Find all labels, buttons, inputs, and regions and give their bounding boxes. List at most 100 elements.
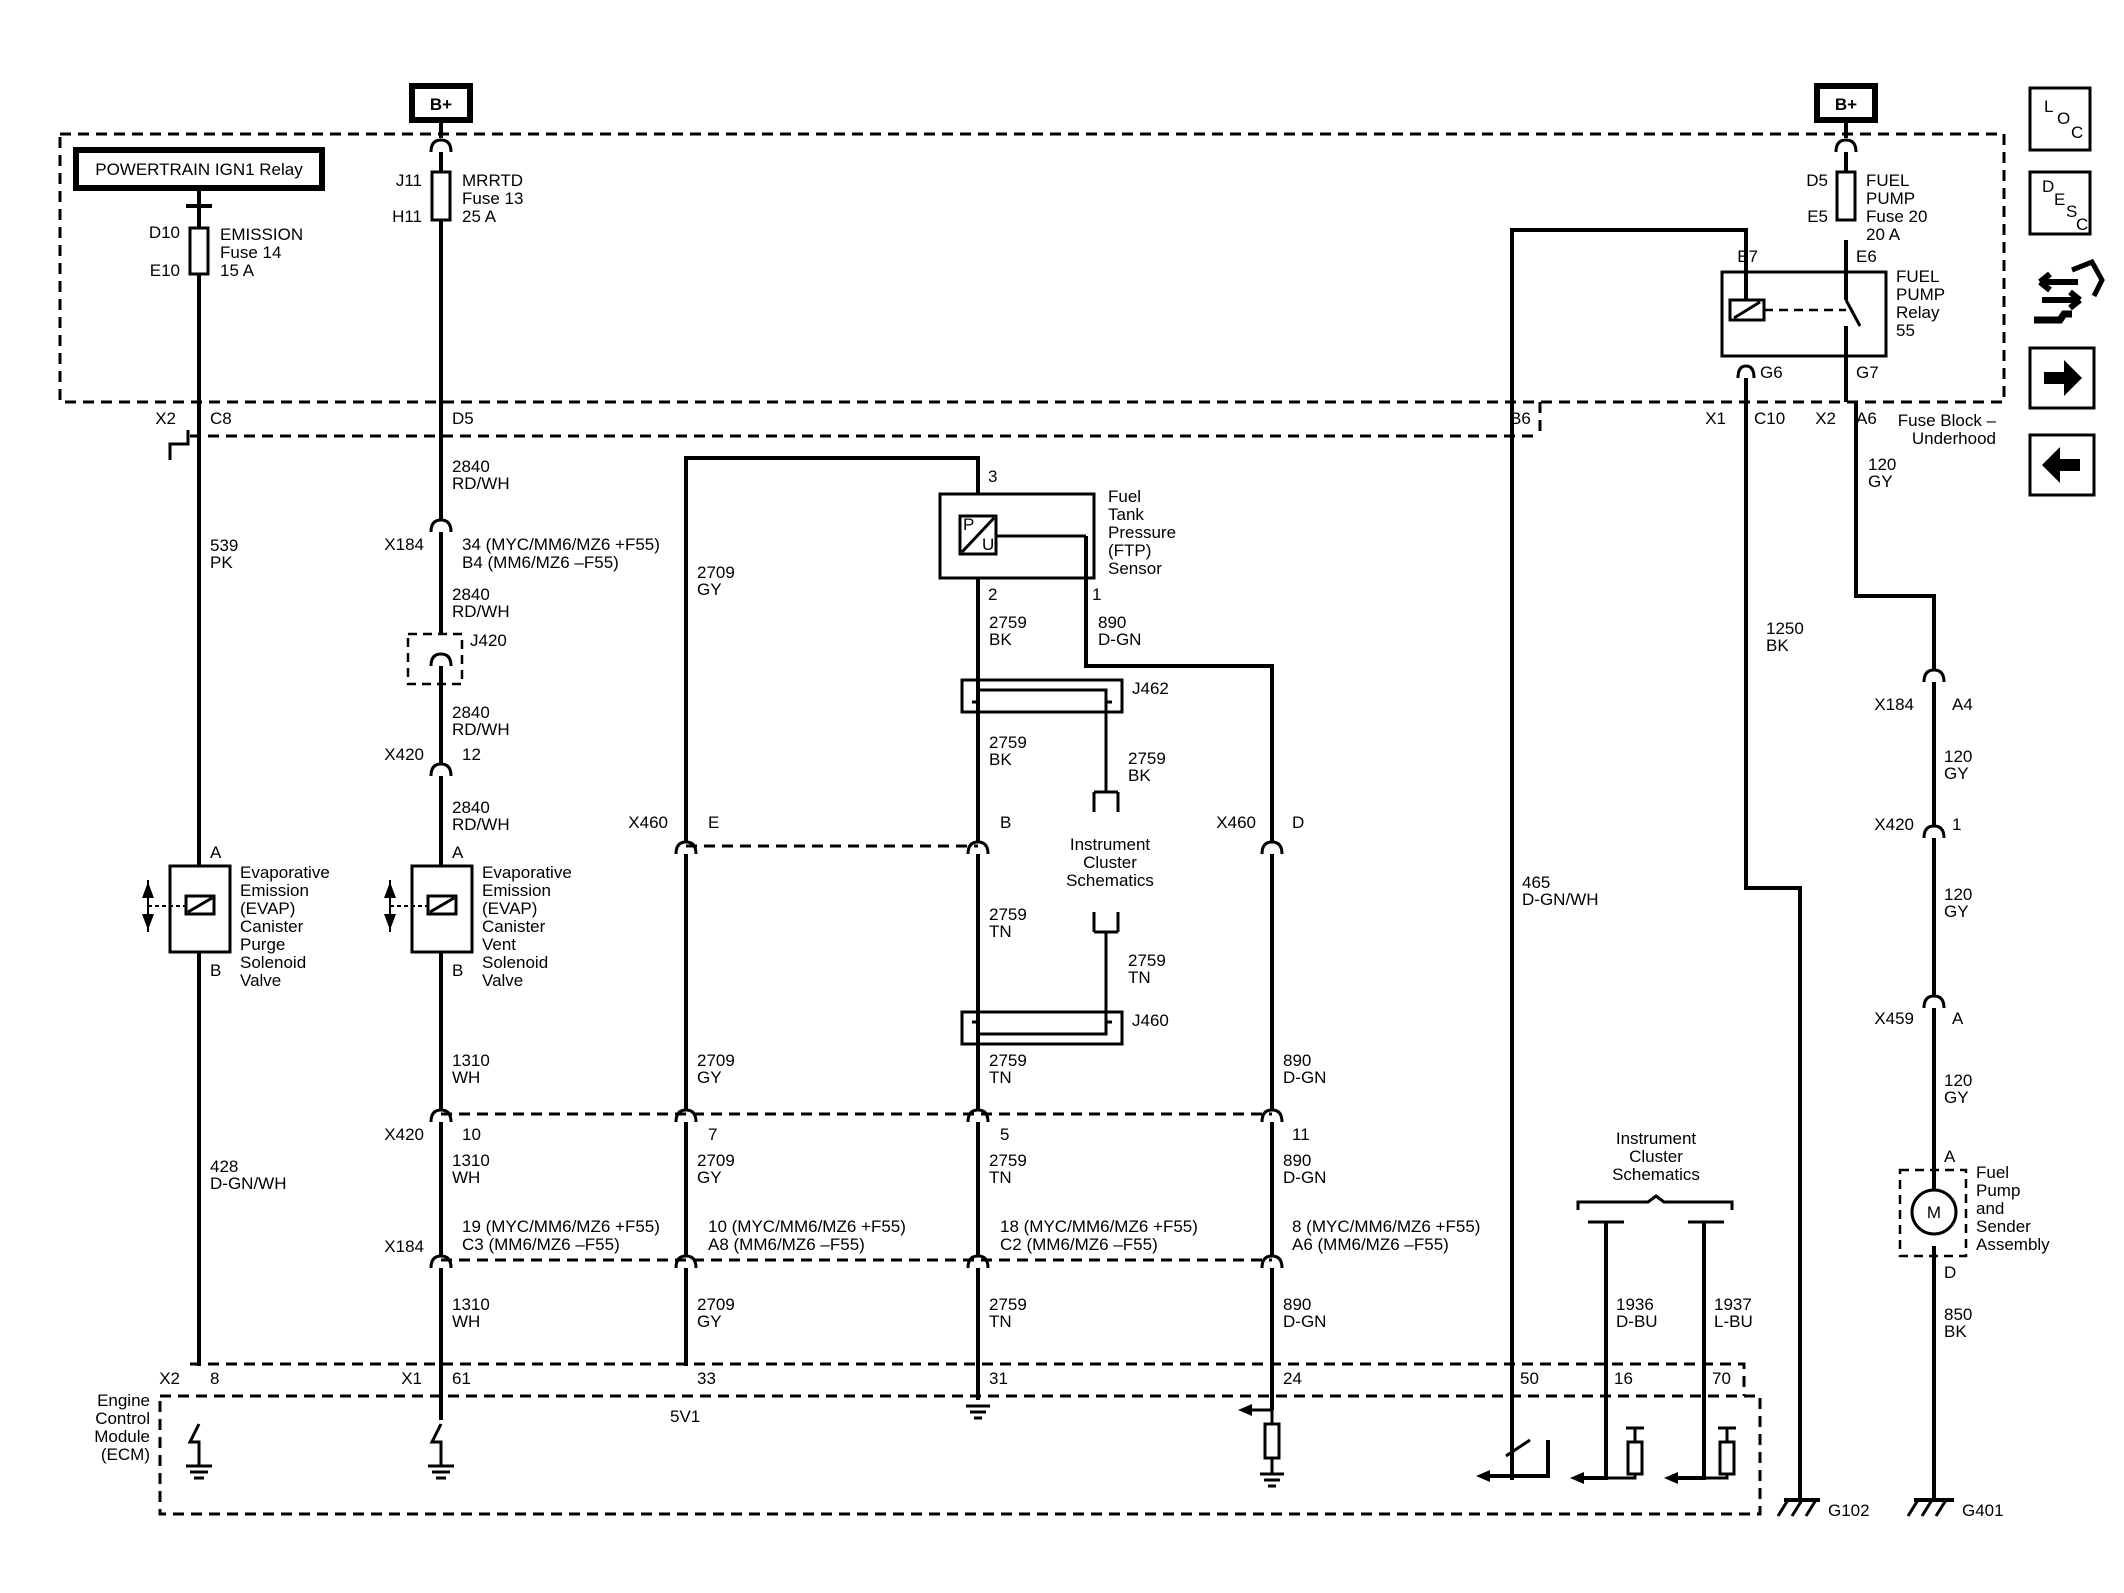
svg-text:10 (MYC/MM6/MZ6 +F55): 10 (MYC/MM6/MZ6 +F55) [708, 1217, 906, 1236]
engine-control-module: Engine Control Module (ECM) X2 X1 8 61 3… [94, 1362, 1762, 1516]
svg-text:(FTP): (FTP) [1108, 541, 1151, 560]
svg-text:Schematics: Schematics [1612, 1165, 1700, 1184]
relay-ground-circuit: 1250 BK [1744, 378, 1804, 1500]
svg-text:Solenoid: Solenoid [240, 953, 306, 972]
svg-text:D-GN: D-GN [1098, 630, 1141, 649]
fuel-pump-sender-assembly: M A D Fuel Pump and Sender Assembly [1898, 1147, 2050, 1282]
svg-text:Control: Control [95, 1409, 150, 1428]
svg-text:G7: G7 [1856, 363, 1879, 382]
svg-text:2840: 2840 [452, 798, 490, 817]
svg-text:25 A: 25 A [462, 207, 497, 226]
svg-text:31: 31 [989, 1369, 1008, 1388]
svg-text:D10: D10 [149, 223, 180, 242]
svg-text:Module: Module [94, 1427, 150, 1446]
svg-text:465: 465 [1522, 873, 1550, 892]
svg-text:2759: 2759 [989, 613, 1027, 632]
next-page-button[interactable] [2028, 346, 2096, 410]
svg-text:Fuse 14: Fuse 14 [220, 243, 281, 262]
connector-tool-icon[interactable] [2034, 258, 2105, 324]
svg-text:TN: TN [989, 1168, 1012, 1187]
svg-text:U: U [982, 535, 994, 554]
svg-text:8 (MYC/MM6/MZ6 +F55): 8 (MYC/MM6/MZ6 +F55) [1292, 1217, 1480, 1236]
svg-text:WH: WH [452, 1068, 480, 1087]
svg-text:Evaporative: Evaporative [482, 863, 572, 882]
svg-text:2840: 2840 [452, 585, 490, 604]
svg-text:E10: E10 [150, 261, 180, 280]
svg-text:890: 890 [1283, 1151, 1311, 1170]
svg-text:5: 5 [1000, 1125, 1009, 1144]
svg-text:Cluster: Cluster [1629, 1147, 1683, 1166]
svg-text:20 A: 20 A [1866, 225, 1901, 244]
battery-positive-left: B+ [409, 83, 473, 138]
svg-text:2709: 2709 [697, 1295, 735, 1314]
svg-text:24: 24 [1283, 1369, 1302, 1388]
svg-text:D5: D5 [452, 409, 474, 428]
svg-text:428: 428 [210, 1157, 238, 1176]
svg-text:55: 55 [1896, 321, 1915, 340]
svg-text:GY: GY [697, 1312, 722, 1331]
svg-text:2759: 2759 [989, 733, 1027, 752]
ground-g401: G401 [1906, 1498, 2004, 1520]
svg-text:D-BU: D-BU [1616, 1312, 1658, 1331]
svg-text:B: B [452, 961, 463, 980]
svg-text:L-BU: L-BU [1714, 1312, 1753, 1331]
svg-text:1250: 1250 [1766, 619, 1804, 638]
ftp-5v-reference-circuit [674, 456, 980, 1366]
svg-text:A4: A4 [1952, 695, 1973, 714]
svg-text:Cluster: Cluster [1083, 853, 1137, 872]
svg-text:GY: GY [1868, 472, 1893, 491]
svg-text:C: C [2076, 215, 2088, 234]
previous-page-button[interactable] [2028, 433, 2096, 497]
svg-text:70: 70 [1712, 1369, 1731, 1388]
svg-text:D5: D5 [1806, 171, 1828, 190]
svg-text:D: D [1944, 1263, 1956, 1282]
svg-text:X459: X459 [1874, 1009, 1914, 1028]
svg-text:A: A [452, 843, 464, 862]
svg-text:C10: C10 [1754, 409, 1785, 428]
svg-text:L: L [2044, 97, 2053, 116]
svg-text:B: B [210, 961, 221, 980]
svg-text:2759: 2759 [989, 1295, 1027, 1314]
svg-text:11: 11 [1292, 1125, 1310, 1144]
svg-text:Schematics: Schematics [1066, 871, 1154, 890]
svg-text:Instrument: Instrument [1616, 1129, 1697, 1148]
svg-text:Valve: Valve [482, 971, 523, 990]
svg-text:33: 33 [697, 1369, 716, 1388]
svg-text:MRRTD: MRRTD [462, 171, 523, 190]
svg-text:Sensor: Sensor [1108, 559, 1162, 578]
svg-text:A: A [210, 843, 222, 862]
svg-text:C8: C8 [210, 409, 232, 428]
svg-text:Relay: Relay [1896, 303, 1940, 322]
svg-text:D: D [2042, 177, 2054, 196]
purge-circuit [168, 274, 201, 1366]
svg-text:D-GN: D-GN [1283, 1312, 1326, 1331]
fuse-block-label: Fuse Block – Underhood [1898, 411, 1997, 448]
svg-text:(EVAP): (EVAP) [482, 899, 537, 918]
svg-text:Valve: Valve [240, 971, 281, 990]
svg-text:J462: J462 [1132, 679, 1169, 698]
location-nav-button[interactable]: L O C [2028, 86, 2092, 152]
svg-text:12: 12 [462, 745, 481, 764]
description-nav-button[interactable]: D E S C [2028, 170, 2092, 236]
svg-text:X1: X1 [1705, 409, 1726, 428]
svg-text:B+: B+ [1835, 95, 1857, 114]
svg-text:2709: 2709 [697, 1051, 735, 1070]
x184-row-labels: X184 19 (MYC/MM6/MZ6 +F55) C3 (MM6/MZ6 –… [384, 1217, 1480, 1256]
svg-text:RD/WH: RD/WH [452, 720, 510, 739]
svg-text:BK: BK [989, 630, 1012, 649]
svg-text:X1: X1 [401, 1369, 422, 1388]
vent-circuit [406, 220, 464, 1420]
svg-text:1310: 1310 [452, 1151, 490, 1170]
svg-text:890: 890 [1098, 613, 1126, 632]
fuel-tank-pressure-sensor: P U 3 2 1 Fuel Tank Pressure (FTP) Senso… [938, 467, 1176, 604]
svg-text:2759: 2759 [989, 1151, 1027, 1170]
svg-text:120: 120 [1868, 455, 1896, 474]
svg-text:120: 120 [1944, 1071, 1972, 1090]
svg-text:X2: X2 [155, 409, 176, 428]
svg-text:1310: 1310 [452, 1295, 490, 1314]
svg-text:FUEL: FUEL [1866, 171, 1909, 190]
svg-text:Assembly: Assembly [1976, 1235, 2050, 1254]
svg-text:C3 (MM6/MZ6 –F55): C3 (MM6/MZ6 –F55) [462, 1235, 620, 1254]
svg-text:1: 1 [1092, 585, 1101, 604]
svg-text:850: 850 [1944, 1305, 1972, 1324]
